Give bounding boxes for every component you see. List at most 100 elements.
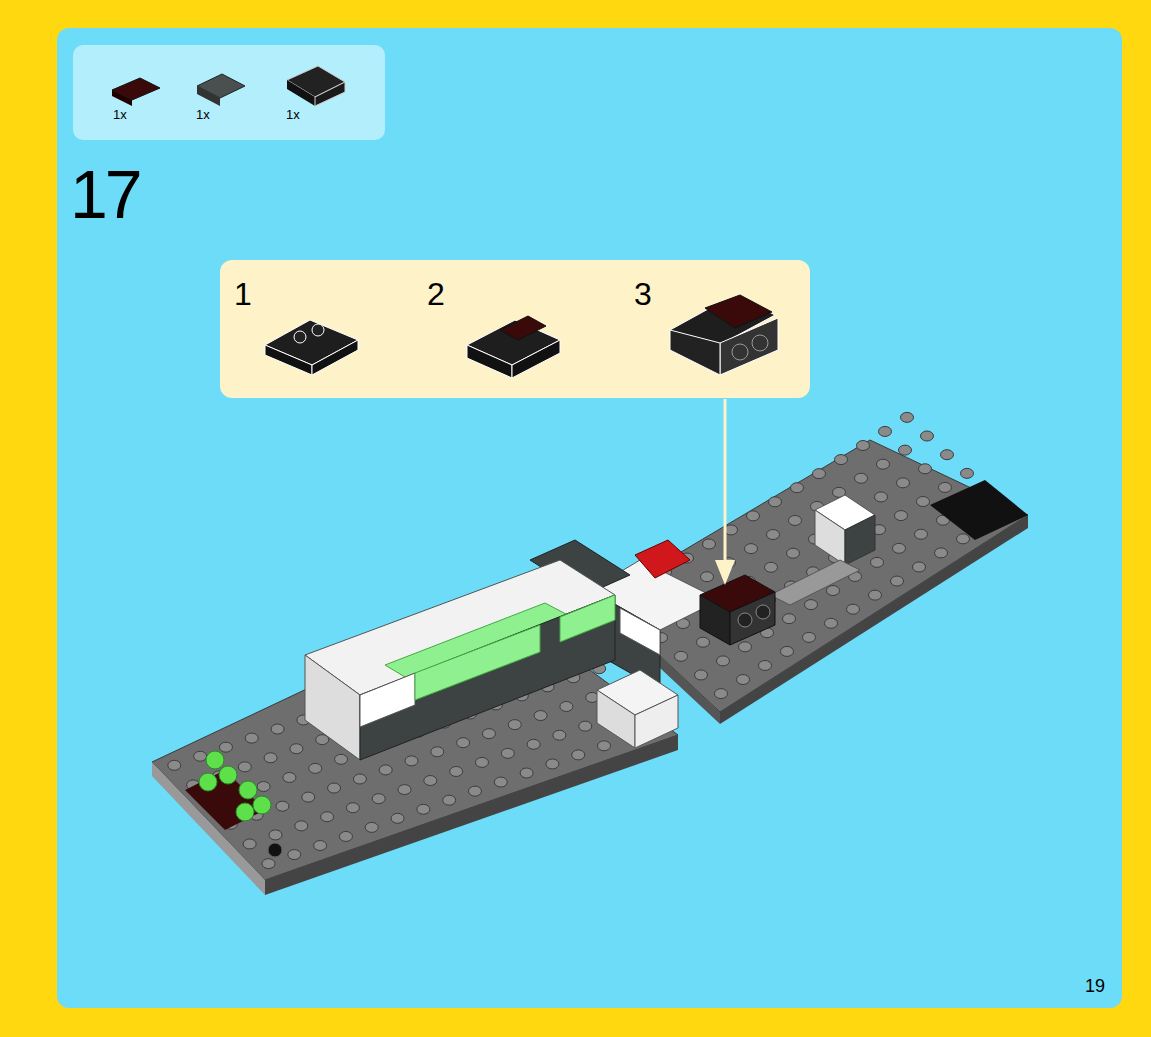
white-brick bbox=[635, 695, 678, 748]
stud bbox=[468, 786, 481, 796]
white-brick bbox=[845, 515, 875, 565]
stud bbox=[346, 803, 359, 813]
page-panel bbox=[57, 28, 1122, 1008]
stud bbox=[339, 831, 352, 841]
stud bbox=[747, 511, 760, 521]
stud bbox=[893, 543, 906, 553]
substep-piece bbox=[265, 345, 312, 375]
stud bbox=[805, 600, 818, 610]
stud bbox=[245, 733, 258, 743]
stud bbox=[847, 604, 860, 614]
stud bbox=[494, 777, 507, 787]
dark-wall-side bbox=[360, 595, 615, 760]
stud bbox=[457, 738, 470, 748]
stud bbox=[534, 711, 547, 721]
stud bbox=[895, 511, 908, 521]
stud bbox=[501, 748, 514, 758]
substep-piece bbox=[705, 295, 772, 328]
stud bbox=[379, 765, 392, 775]
white-wall-side bbox=[305, 655, 360, 760]
plate-side bbox=[265, 735, 678, 895]
stud bbox=[789, 515, 802, 525]
part-icon bbox=[197, 86, 220, 106]
white-brick bbox=[597, 690, 635, 748]
green-brick bbox=[415, 625, 540, 700]
stud bbox=[482, 729, 495, 739]
stud bbox=[238, 762, 251, 772]
stud bbox=[921, 431, 934, 441]
stud bbox=[295, 821, 308, 831]
stud bbox=[835, 455, 848, 465]
part-icon bbox=[315, 82, 345, 106]
stud bbox=[901, 412, 914, 422]
black-brick bbox=[730, 592, 775, 645]
stud bbox=[877, 459, 890, 469]
stud bbox=[913, 562, 926, 572]
quantity: 1x bbox=[286, 108, 300, 121]
green-brick bbox=[560, 595, 615, 642]
stud bbox=[168, 760, 181, 770]
stud bbox=[759, 660, 772, 670]
substep-number: 1 bbox=[234, 278, 252, 310]
stud bbox=[941, 450, 954, 460]
stud-side bbox=[756, 605, 770, 619]
quantity: 1x bbox=[113, 108, 127, 121]
quantity: 1x bbox=[196, 108, 210, 121]
stud bbox=[546, 759, 559, 769]
stud bbox=[288, 850, 301, 860]
substep-number: 2 bbox=[427, 278, 445, 310]
stud bbox=[579, 721, 592, 731]
stud bbox=[283, 772, 296, 782]
plate-side bbox=[720, 515, 1028, 724]
stud bbox=[879, 426, 892, 436]
stud bbox=[767, 530, 780, 540]
stud bbox=[899, 445, 912, 455]
stud bbox=[553, 730, 566, 740]
substep-number: 3 bbox=[634, 278, 652, 310]
stud bbox=[450, 766, 463, 776]
stud bbox=[269, 830, 282, 840]
white-brick bbox=[360, 673, 415, 727]
stud bbox=[875, 492, 888, 502]
substep-piece bbox=[500, 316, 546, 340]
stud bbox=[290, 744, 303, 754]
stud bbox=[194, 751, 207, 761]
substep-piece bbox=[670, 330, 720, 375]
stud bbox=[443, 795, 456, 805]
stud bbox=[781, 646, 794, 656]
stud bbox=[262, 859, 275, 869]
stud bbox=[939, 482, 952, 492]
stud bbox=[791, 483, 804, 493]
stud bbox=[219, 742, 232, 752]
stud bbox=[398, 785, 411, 795]
stud bbox=[871, 557, 884, 567]
stud bbox=[675, 651, 688, 661]
stud bbox=[957, 534, 970, 544]
black-tile bbox=[930, 480, 1028, 540]
stud bbox=[917, 497, 930, 507]
stud bbox=[765, 562, 778, 572]
stud bbox=[783, 614, 796, 624]
stud bbox=[769, 497, 782, 507]
stud bbox=[717, 656, 730, 666]
stud bbox=[302, 792, 315, 802]
stud bbox=[855, 473, 868, 483]
stud bbox=[827, 586, 840, 596]
stud bbox=[508, 720, 521, 730]
plate-side bbox=[152, 762, 265, 895]
step-number: 17 bbox=[70, 160, 140, 228]
stud bbox=[365, 822, 378, 832]
page-number: 19 bbox=[1085, 977, 1105, 995]
stud bbox=[869, 590, 882, 600]
leader-arrow bbox=[724, 399, 727, 565]
arrow-head bbox=[715, 560, 735, 585]
white-brick bbox=[620, 608, 660, 655]
plants bbox=[199, 751, 271, 821]
stud bbox=[314, 841, 327, 851]
stud bbox=[391, 813, 404, 823]
stud bbox=[813, 469, 826, 479]
stud bbox=[891, 576, 904, 586]
stud bbox=[745, 544, 758, 554]
